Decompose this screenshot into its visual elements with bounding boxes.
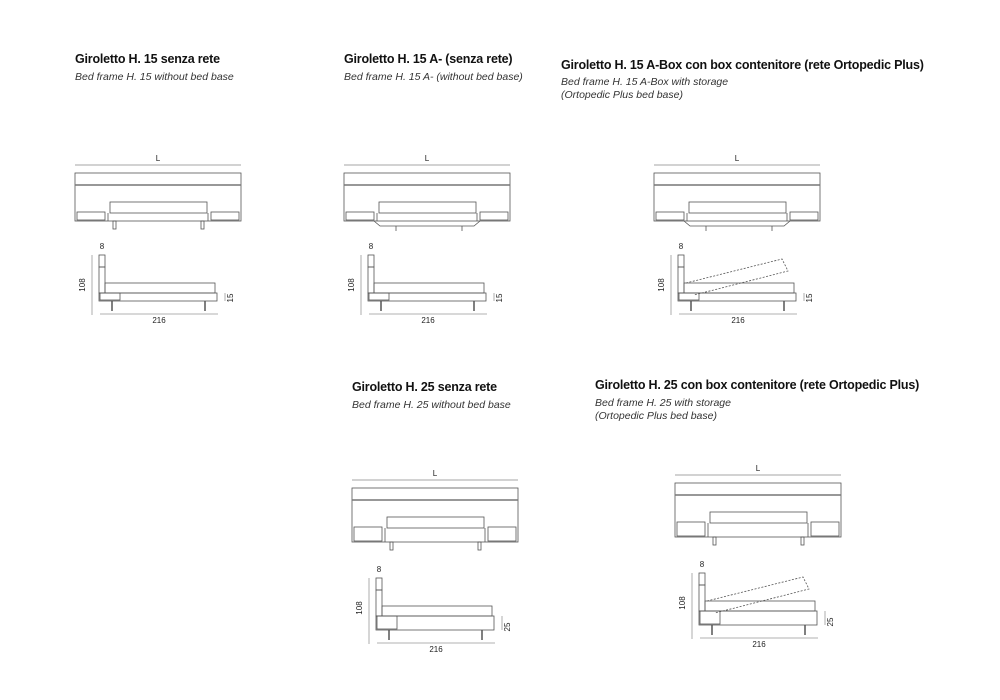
headboard-thickness-label: 8 (369, 242, 374, 251)
headboard-thickness-label: 8 (100, 242, 105, 251)
mattress-front (386, 516, 485, 529)
headboard-side (375, 589, 383, 617)
length-label: 216 (752, 640, 766, 649)
side-table-side (376, 615, 398, 630)
mattress-front (709, 511, 808, 524)
base-height-label: 15 (805, 293, 814, 302)
panel-1-subtitle: Bed frame H. 15 without bed base (75, 71, 234, 83)
mattress-front (109, 201, 208, 214)
leg (200, 220, 205, 230)
side-table-side (368, 292, 390, 301)
headboard-top (375, 577, 383, 591)
mattress-front (378, 201, 477, 214)
width-label: L (735, 154, 740, 163)
a-base-front (373, 220, 481, 227)
panel-3-title: Giroletto H. 15 A-Box con box contenitor… (561, 58, 924, 72)
side-table-right (487, 526, 517, 542)
headboard-thickness-label: 8 (679, 242, 684, 251)
panel-3-subtitle-1: Bed frame H. 15 A-Box with storage (561, 76, 729, 88)
mattress-side (381, 605, 493, 617)
mattress-side (683, 282, 795, 294)
side-table-side (699, 610, 721, 625)
height-label: 108 (657, 278, 666, 292)
panel-2-subtitle: Bed frame H. 15 A- (without bed base) (344, 71, 523, 83)
headboard-front (653, 172, 821, 222)
headboard-top (98, 254, 106, 268)
width-label: L (756, 464, 761, 473)
side-table-left (655, 211, 685, 221)
headboard-top (677, 254, 685, 268)
panel-2-drawing: L 8 108 15 216 (343, 154, 511, 325)
width-label: L (156, 154, 161, 163)
headboard-top (698, 572, 706, 586)
headboard-front (351, 487, 519, 543)
open-storage-lid (706, 576, 810, 614)
mattress-side (704, 600, 816, 612)
panel-2-title: Giroletto H. 15 A- (senza rete) (344, 52, 513, 66)
side-table-right (210, 211, 240, 221)
side-table-left (353, 526, 383, 542)
headboard-thickness-label: 8 (700, 560, 705, 569)
side-table-left (676, 521, 706, 537)
length-label: 216 (152, 316, 166, 325)
headboard-front (74, 172, 242, 222)
side-table-right (479, 211, 509, 221)
headboard-front (674, 482, 842, 538)
width-label: L (425, 154, 430, 163)
open-storage-lid (685, 258, 789, 296)
headboard-side (367, 266, 375, 294)
panel-1-drawing: L 8 108 15 216 (74, 154, 242, 325)
headboard-thickness-label: 8 (377, 565, 382, 574)
leg (712, 536, 717, 546)
headboard-side (677, 266, 685, 294)
base-side (677, 292, 797, 302)
width-label: L (433, 469, 438, 478)
height-label: 108 (355, 601, 364, 615)
panel-5-subtitle-1: Bed frame H. 25 with storage (595, 397, 731, 409)
panel-3-drawing: L 8 108 15 216 (653, 154, 821, 325)
base-height-label: 15 (495, 293, 504, 302)
base-height-label: 25 (503, 622, 512, 631)
base-side (367, 292, 487, 302)
leg (477, 541, 482, 551)
height-label: 108 (78, 278, 87, 292)
base-side (698, 610, 818, 626)
panel-4-subtitle: Bed frame H. 25 without bed base (352, 399, 511, 411)
mattress-side (104, 282, 216, 294)
side-table-left (76, 211, 106, 221)
headboard-front (343, 172, 511, 222)
base-side (375, 615, 495, 631)
side-table-left (345, 211, 375, 221)
mattress-front (688, 201, 787, 214)
base-height-label: 25 (826, 617, 835, 626)
headboard-side (98, 266, 106, 294)
side-table-side (99, 292, 121, 301)
leg (389, 541, 394, 551)
height-label: 108 (347, 278, 356, 292)
headboard-side (698, 584, 706, 612)
a-base-front (683, 220, 791, 227)
panel-4-title: Giroletto H. 25 senza rete (352, 380, 497, 394)
panel-4-drawing: L 8 108 25 216 (351, 469, 519, 654)
panel-5-subtitle-2: (Ortopedic Plus bed base) (595, 410, 717, 422)
headboard-top (367, 254, 375, 268)
leg (800, 536, 805, 546)
leg (112, 220, 117, 230)
length-label: 216 (421, 316, 435, 325)
panel-3-subtitle-2: (Ortopedic Plus bed base) (561, 89, 683, 101)
side-table-side (678, 292, 700, 301)
panel-5-drawing: L 8 108 25 216 (674, 464, 842, 649)
base-side (98, 292, 218, 302)
height-label: 108 (678, 596, 687, 610)
panel-5-title: Giroletto H. 25 con box contenitore (ret… (595, 378, 920, 392)
side-table-right (810, 521, 840, 537)
mattress-side (373, 282, 485, 294)
length-label: 216 (731, 316, 745, 325)
side-table-right (789, 211, 819, 221)
base-height-label: 15 (226, 293, 235, 302)
panel-1-title: Giroletto H. 15 senza rete (75, 52, 220, 66)
length-label: 216 (429, 645, 443, 654)
